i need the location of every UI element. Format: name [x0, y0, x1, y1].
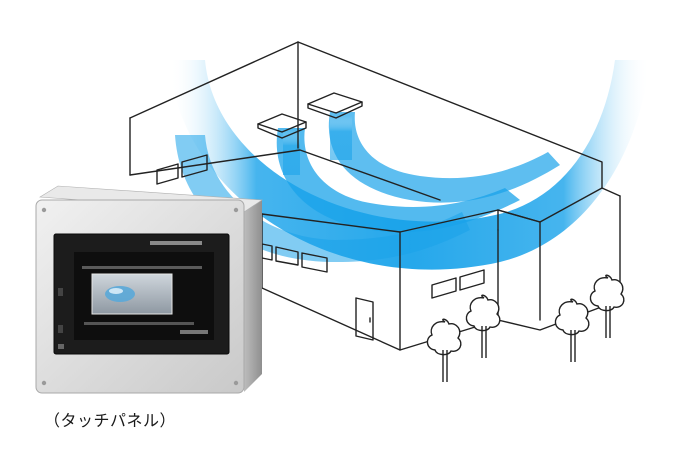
panel-port [58, 344, 64, 349]
airflow-plume-1 [283, 130, 300, 175]
screw-icon [41, 380, 47, 386]
screw-icon [41, 207, 47, 213]
tree-icon [465, 294, 501, 358]
tree-icon [426, 318, 462, 382]
trees [426, 274, 625, 382]
caption: （タッチパネル） [44, 411, 177, 430]
airflow-plume-2 [330, 116, 352, 160]
panel-side [244, 200, 262, 392]
screen-header-bar [82, 266, 202, 269]
panel-side-key [58, 288, 63, 296]
tree-icon [554, 298, 590, 362]
airflow-arc-inner-2 [328, 112, 560, 203]
tree-icon [589, 274, 625, 338]
screen-logo-highlight [109, 288, 123, 294]
screen-footer-bar [84, 322, 194, 325]
panel-brand-strip [150, 241, 202, 245]
panel-side-key [58, 325, 63, 333]
screw-icon [233, 380, 239, 386]
screen-footer-button [180, 330, 208, 334]
touch-panel-device [35, 185, 263, 394]
screen-logo-icon [105, 286, 135, 302]
screw-icon [233, 207, 239, 213]
airflow-arc-inner-1 [276, 128, 520, 233]
